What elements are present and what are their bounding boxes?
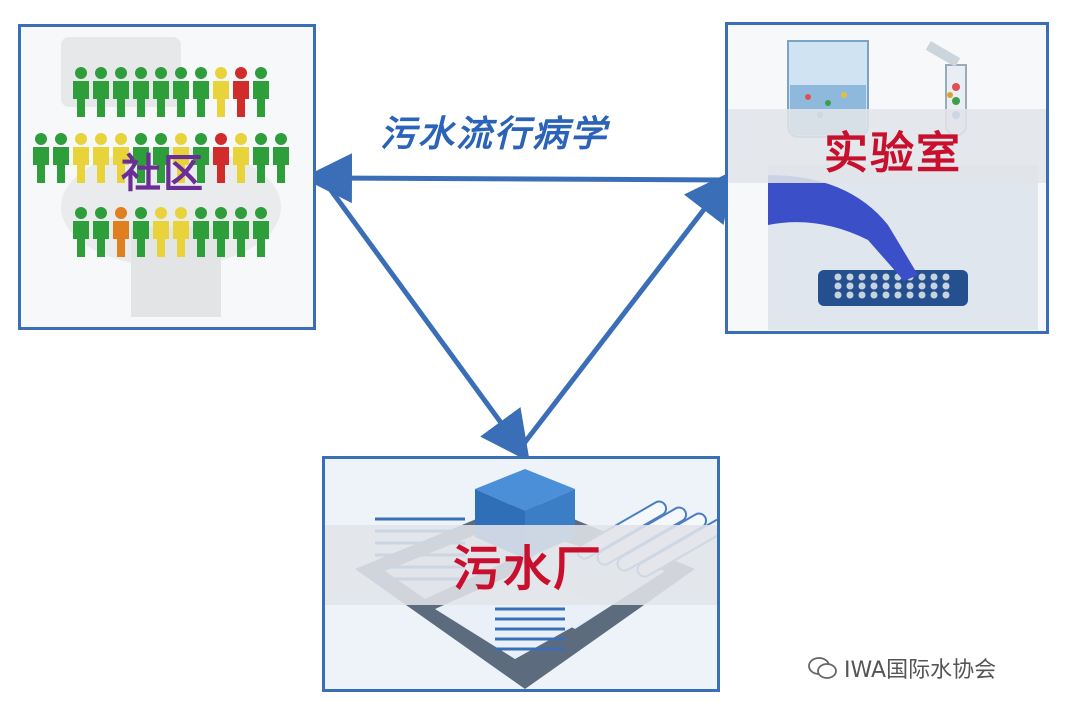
person-figure xyxy=(93,133,109,183)
person-figure xyxy=(113,133,129,183)
person-figure xyxy=(193,67,209,117)
people-crowd xyxy=(33,67,289,257)
person-figure xyxy=(253,133,269,183)
person-figure xyxy=(213,133,229,183)
person-figure xyxy=(273,133,289,183)
person-figure xyxy=(233,67,249,117)
person-figure xyxy=(73,133,89,183)
person-figure xyxy=(113,207,129,257)
person-figure xyxy=(133,133,149,183)
person-figure xyxy=(213,207,229,257)
person-figure xyxy=(133,67,149,117)
person-figure xyxy=(153,67,169,117)
plant-label: 污水厂 xyxy=(453,541,604,597)
person-figure xyxy=(93,67,109,117)
lab-node: 实验室 xyxy=(725,22,1049,334)
person-figure xyxy=(253,207,269,257)
person-figure xyxy=(253,67,269,117)
person-figure xyxy=(133,207,149,257)
gloved-hand xyxy=(768,175,918,281)
person-figure xyxy=(33,133,49,183)
person-figure xyxy=(173,133,189,183)
person-figure xyxy=(73,207,89,257)
person-figure xyxy=(53,133,69,183)
arrow-plant-to-lab xyxy=(520,170,735,448)
person-figure xyxy=(153,207,169,257)
plant-node: 污水厂 xyxy=(322,456,720,692)
diagram-title: 污水流行病学 xyxy=(380,114,609,155)
wechat-icon xyxy=(808,657,837,679)
person-figure xyxy=(73,67,89,117)
lab-label-band xyxy=(728,109,1046,183)
person-figure xyxy=(173,207,189,257)
person-figure xyxy=(173,67,189,117)
community-label: 社区 xyxy=(121,151,205,197)
person-figure xyxy=(233,133,249,183)
person-figure xyxy=(193,133,209,183)
person-figure xyxy=(233,207,249,257)
person-figure xyxy=(153,133,169,183)
community-node: 社区 xyxy=(18,24,316,330)
sample-plate xyxy=(834,273,950,299)
watermark: IWA国际水协会 xyxy=(808,652,996,684)
person-figure xyxy=(213,67,229,117)
lab-label: 实验室 xyxy=(824,128,962,179)
person-figure xyxy=(113,67,129,117)
person-figure xyxy=(93,207,109,257)
toilet-illustration xyxy=(33,37,289,317)
plant-label-band xyxy=(325,525,717,605)
watermark-text: IWA国际水协会 xyxy=(844,658,997,683)
arrow-lab-to-community xyxy=(302,153,726,204)
person-figure xyxy=(193,207,209,257)
arrow-community-to-plant xyxy=(319,176,530,463)
